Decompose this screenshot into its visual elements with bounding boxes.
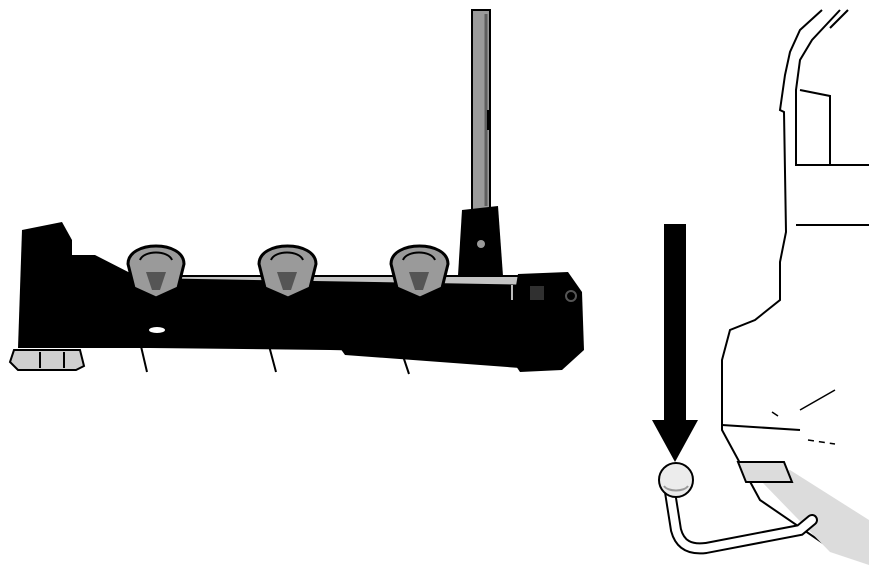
pole-pivot-bolt [477,240,485,248]
tow-bar [658,462,818,555]
left-end-cap [8,222,86,371]
carrier-pole [457,9,504,292]
bike-carrier [8,9,584,375]
tow-ball [658,462,694,498]
vehicle-rear [721,9,869,565]
down-arrow [652,224,698,462]
wheel-holder-1 [126,244,186,373]
pole-base-mount [457,206,504,292]
wheel-holder-3 [389,244,450,375]
tow-bar-cover [736,461,794,483]
wheel-holder-2 [257,244,318,373]
right-end-cap [505,272,584,372]
